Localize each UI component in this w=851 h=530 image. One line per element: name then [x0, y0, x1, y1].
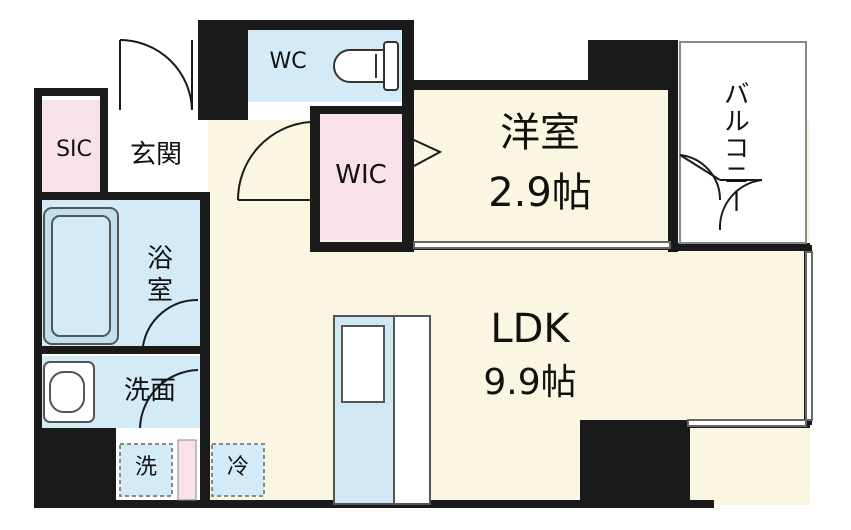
balcony-door [679, 154, 763, 231]
genkan-floor [108, 120, 208, 192]
bath-label-top: 浴 [146, 244, 173, 274]
sic-floor [42, 100, 106, 192]
wash-door [139, 369, 199, 429]
sic-label: SIC [56, 137, 92, 162]
windows [413, 241, 813, 427]
genkan-label: 玄関 [129, 140, 182, 170]
kitchen-counter [333, 315, 431, 505]
balcony-floor [678, 40, 806, 245]
balcony-label: バルコニー [719, 80, 750, 215]
appliance-spaces [119, 439, 265, 501]
bath-label-bottom: 室 [146, 276, 173, 306]
wic-floor [318, 112, 404, 240]
wic-label: WIC [335, 160, 387, 190]
bath-door [142, 298, 199, 347]
entry-door [119, 39, 193, 111]
toilet-icon [333, 41, 399, 91]
bathtub-icon [43, 207, 119, 345]
balcony-outline [679, 41, 807, 244]
hall-door [236, 121, 311, 201]
yoshitsu-size: 2.9帖 [488, 170, 592, 216]
washbasin-icon [43, 361, 95, 423]
wic-door [413, 139, 443, 167]
washroom-label: 洗面 [123, 376, 176, 406]
washer-label: 洗 [134, 455, 157, 480]
yoshitsu-name: 洋室 [500, 110, 580, 156]
wc-label: WC [269, 49, 307, 74]
ldk-size: 9.9帖 [483, 362, 577, 403]
ldk-name: LDK [490, 306, 570, 352]
yoshitsu-floor [412, 88, 668, 248]
fridge-label: 冷 [226, 455, 249, 480]
